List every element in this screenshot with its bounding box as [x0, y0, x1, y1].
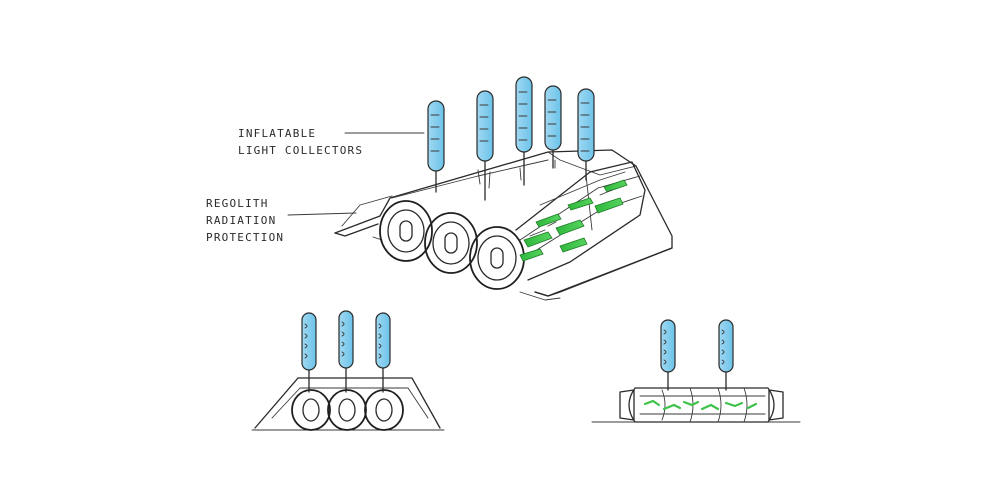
cutaway-growth-module	[515, 161, 646, 281]
side-growth	[643, 399, 758, 411]
collector-tube	[476, 90, 494, 201]
side-elevation-view	[591, 319, 801, 423]
main-perspective-view	[287, 76, 673, 301]
collector-tube	[577, 88, 595, 181]
light-collectors-label: INFLATABLE LIGHT COLLECTORS	[238, 127, 364, 157]
front-elevation-view	[251, 310, 445, 431]
regolith-protection-label: REGOLITH RADIATION PROTECTION	[206, 197, 285, 244]
regolith-berm	[334, 149, 673, 301]
habitat-module-ends	[379, 200, 525, 290]
regolith-leader-line	[287, 212, 357, 216]
collector-tube	[544, 85, 562, 169]
side-collectors	[660, 319, 734, 391]
collector-tube	[427, 100, 445, 193]
inflatable-light-collectors	[427, 76, 595, 201]
collector-tube	[515, 76, 533, 186]
front-modules	[291, 389, 404, 431]
front-collectors	[301, 310, 391, 393]
